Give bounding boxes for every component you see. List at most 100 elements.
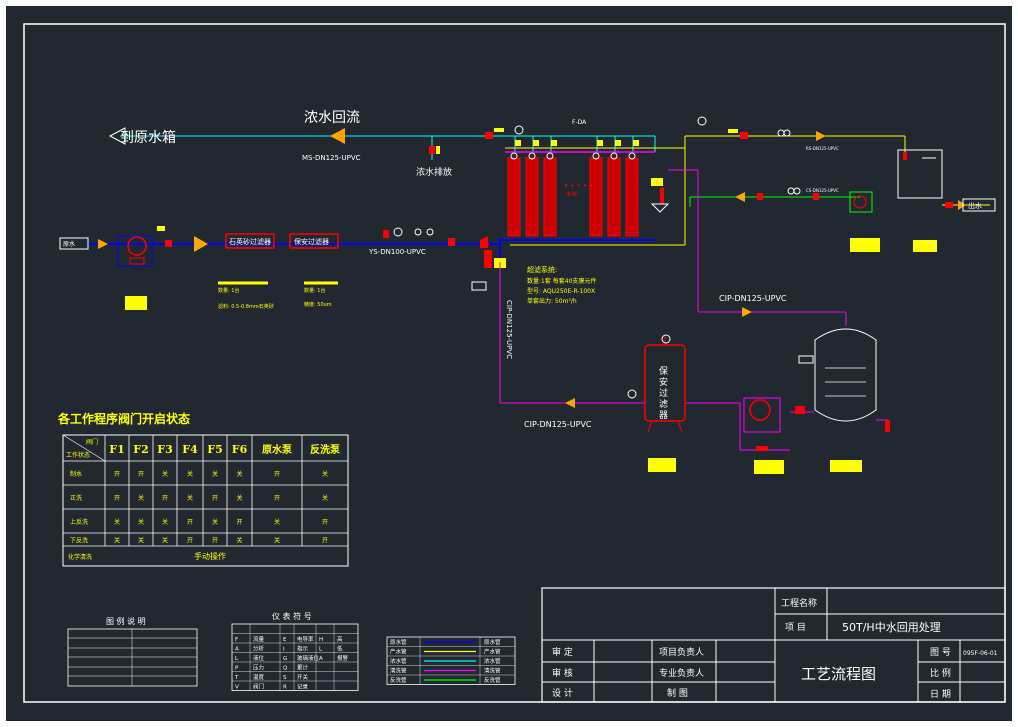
table-cell: 开 [162,495,168,502]
drawing-no-value: 095F-06-01 [963,650,998,657]
svg-text:滤料: 0.5-0.8mm石英砂: 滤料: 0.5-0.8mm石英砂 [218,303,274,310]
chemical-row-value: 手动操作 [194,551,226,561]
instrument-cell: 指示 [297,645,309,653]
table-cell: 关 [236,494,242,502]
chemical-row-name: 化学清洗 [68,553,92,561]
table-cell: 开 [114,471,120,478]
instrument-cell: 累计 [297,664,309,672]
small-pipe-label: RS-DN125-UPVC [806,146,839,151]
instrument-cell: H [319,637,323,643]
uf-module [607,157,621,237]
table-cell: 开 [274,471,280,478]
table-cell: 关 [212,470,218,478]
instrument-cell: 玻璃液位 [297,654,320,662]
instrument-cell: L [235,656,239,662]
project-name-label: 工程名称 [781,597,817,609]
table-cell: 关 [162,518,168,526]
raw-water-inlet-box [59,237,89,250]
instrument-cell: S [283,675,287,681]
product-water-line: RS-DN125-UPVC [505,116,906,246]
pipe-tag: Φ40 [566,191,579,198]
instrument-cell: 流量 [253,635,265,643]
table-row-name: 上反洗 [70,518,88,526]
instrument-cell: 电导率 [297,635,314,643]
table-cell: 关 [322,494,328,502]
uf-membrane-rack: • • • • • Φ40 [505,140,655,241]
cip-security-filter [644,334,686,472]
table-cell: 开 [236,519,242,526]
uf-module [589,157,603,237]
backwash-pump-icon [849,191,873,213]
table-cell: 关 [187,470,193,478]
cip-vertical-label: CIP-DN125-UPVC [505,300,513,359]
sheet-background [6,6,1012,721]
table-header: F3 [157,443,172,456]
f-label: F-DA [572,119,587,126]
quartz-filter-label: 石英砂过滤器 [229,237,271,246]
pipe-legend-label: 反洗管 [390,676,407,684]
product-valve-icon [740,132,748,139]
table-header: F1 [109,443,124,456]
valve-table-title: 各工作程序阀门开启状态 [57,411,190,426]
table-cell: 关 [162,470,168,478]
check-label: 审 核 [552,667,573,679]
pressure-gauge-icon [514,125,524,135]
instrument-cell: V [235,685,239,691]
outlet-box [962,198,996,212]
table-cell: 关 [138,518,144,526]
table-cell: 关 [322,470,328,478]
table-cell: 关 [138,494,144,502]
review-label: 审 定 [552,646,573,658]
ys-pipe-label: YS-DN100-UPVC [368,248,426,256]
instrument-cell: P [235,666,239,672]
instrument-cell: R [283,685,287,691]
svg-text:• • • • •: • • • • • [564,182,594,190]
table-cell: 关 [114,537,120,545]
table-header: F2 [133,443,148,456]
table-cell: 关 [187,494,193,502]
pipe-legend-code: 清洗管 [484,667,501,675]
instrument-cell: 液位 [253,654,265,662]
table-cell: 开 [114,495,120,502]
ms-pipe-label: MS-DN125-UPVC [302,154,361,162]
professional-lead-label: 专业负责人 [659,667,704,679]
design-label: 设 计 [552,687,573,699]
table-header: F6 [232,443,248,456]
instrument-cell: Q [283,666,288,672]
table-row-name: 制水 [70,470,82,478]
legend-title: 图 例 说 明 [106,616,146,626]
table-row-name: 下反洗 [70,537,88,545]
scale-label: 比 例 [930,667,951,679]
table-header: F5 [207,443,222,456]
table-cell: 开 [322,538,328,545]
table-header: 反洗泵 [310,443,341,456]
instrument-cell: 报警 [337,654,349,662]
discharge-label: 浓水排放 [416,166,452,178]
uf-module [525,157,539,237]
small-pipe-label: CS-DN125-UPVC [806,188,839,193]
security-filter-box [289,233,339,249]
instrument-cell: 记录 [297,683,309,691]
svg-text:数量: 1台: 数量: 1台 [304,287,325,294]
svg-text:数量: 1台: 数量: 1台 [218,287,239,294]
table-header: 原水泵 [262,443,293,456]
pipe-legend-code: 浓水管 [484,657,501,665]
uf-module [507,157,521,237]
flow-arrow-icon [816,131,826,141]
table-cell: 开 [212,538,218,545]
drawing-label: 制 图 [667,687,688,699]
project-lead-label: 项目负责人 [659,646,704,658]
table-cell: 开 [187,519,193,526]
pipe-legend-label: 浓水管 [390,657,407,665]
flow-arrow-icon [735,192,745,202]
cip-top-label: CIP-DN125-UPVC [719,294,787,303]
pipe-legend-code: 产水管 [484,648,501,656]
symbol-legend-table [67,628,198,687]
svg-text:超滤系统:: 超滤系统: [527,265,557,274]
title-block [541,587,1006,703]
table-cell: 关 [274,537,280,545]
svg-text:型号: AQU250E-R-100X: 型号: AQU250E-R-100X [527,287,595,295]
